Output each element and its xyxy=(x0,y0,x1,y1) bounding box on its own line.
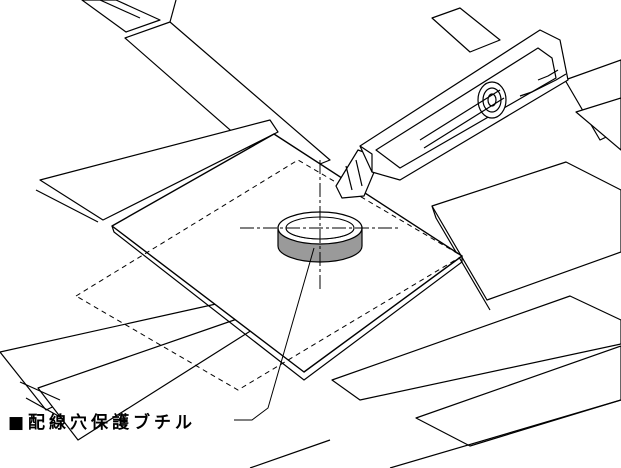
tile-mid-right-1 xyxy=(431,161,621,301)
tile-low-left-edge-2 xyxy=(25,397,63,419)
tile-mid-left-edge xyxy=(35,189,99,223)
tile-bottom-edge xyxy=(249,439,331,468)
board-panel-edge xyxy=(111,225,463,381)
tile-top-left-1 xyxy=(81,0,161,33)
callout-leader-line xyxy=(234,247,315,421)
callout-label: ■配線穴保護ブチル xyxy=(8,412,196,433)
tile-top-right-1 xyxy=(431,7,501,53)
tile-right-2 xyxy=(575,97,621,151)
tile-edge-top-2 xyxy=(169,0,177,23)
tile-low-right-1 xyxy=(331,295,621,401)
tile-low-right-edge xyxy=(389,399,621,468)
cut-line-dashed xyxy=(75,159,463,391)
tile-mid-right-edge xyxy=(431,205,491,311)
tile-edge-top-1 xyxy=(99,0,141,19)
center-mark xyxy=(240,160,400,290)
utility-knife-icon xyxy=(335,29,569,199)
tile-mid-left-1 xyxy=(39,119,279,221)
tile-low-right-2 xyxy=(415,345,621,447)
tile-low-left-edge-1 xyxy=(19,381,61,401)
